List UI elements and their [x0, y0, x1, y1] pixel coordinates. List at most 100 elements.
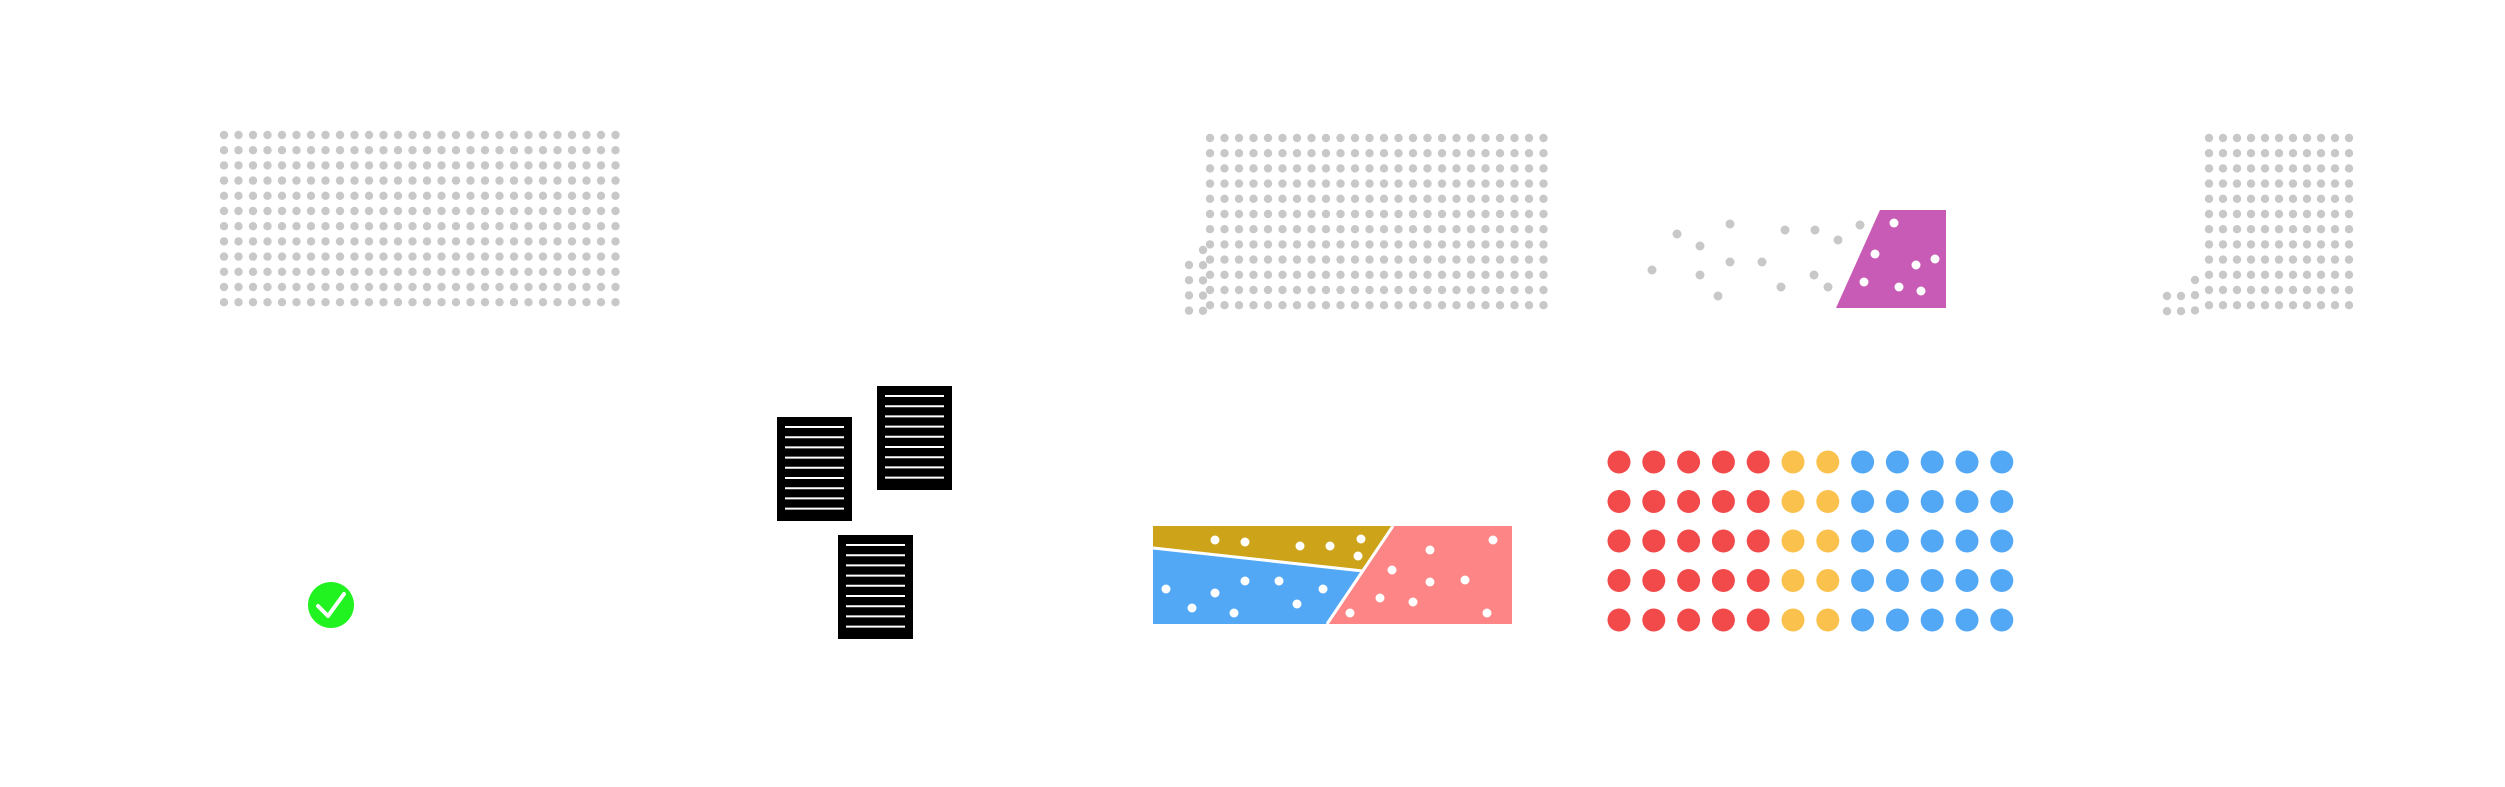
gray-dot [321, 130, 330, 140]
white-dot [1292, 599, 1302, 609]
gray-dot [1234, 270, 1244, 279]
gray-dot [2218, 164, 2228, 173]
gray-dot [1452, 133, 1461, 143]
scattered-gray-dots [1647, 219, 1865, 303]
gray-dot [408, 191, 417, 200]
gray-dot [466, 222, 475, 231]
gray-dot [480, 267, 490, 276]
gray-dot [263, 191, 272, 200]
gray-dot [263, 252, 272, 261]
gray-dot-grid-left [219, 130, 620, 307]
gray-dot [2302, 225, 2312, 234]
yellow-dot [1816, 490, 1840, 513]
gray-dot [234, 222, 243, 231]
gray-dot [292, 176, 301, 185]
gray-dot [350, 191, 359, 200]
gray-dot [1495, 194, 1505, 203]
blue-dot [1851, 529, 1875, 553]
gray-dot [263, 130, 272, 140]
gray-dot [611, 222, 620, 231]
gray-dot [437, 222, 446, 231]
gray-dot [538, 161, 548, 170]
gray-dot [1466, 149, 1476, 158]
check-circle-icon [308, 582, 354, 628]
gray-dot [306, 282, 316, 292]
gray-dot [553, 206, 562, 216]
gray-dot [364, 298, 374, 307]
yellow-dot [1781, 608, 1805, 632]
gray-dot [480, 161, 490, 170]
gray-dot [1495, 164, 1505, 173]
white-dot [1916, 286, 1926, 296]
gray-dot [1481, 164, 1490, 173]
gray-dot [596, 222, 606, 231]
red-dot [1607, 450, 1631, 474]
gray-dot [2204, 149, 2214, 158]
gray-dot [1510, 225, 1519, 234]
region-divider [1325, 525, 1395, 625]
gray-dot [524, 298, 533, 307]
gray-dot [350, 267, 359, 276]
gray-dot [1394, 240, 1403, 249]
gray-dot [1263, 270, 1273, 279]
gray-dot [1220, 179, 1229, 188]
gray-dot [611, 298, 620, 307]
gray-dot [350, 237, 359, 246]
gray-dot [1495, 133, 1505, 143]
gray-dot [1365, 149, 1374, 158]
white-dot [1425, 577, 1435, 587]
gray-dot [1379, 240, 1389, 249]
gray-dot [393, 252, 403, 261]
gray-dot [1379, 133, 1389, 143]
gray-dot [248, 130, 258, 140]
gray-dot [1336, 164, 1345, 173]
gray-dot [1234, 301, 1244, 310]
gray-dot [1234, 194, 1244, 203]
gray-dot [1510, 164, 1519, 173]
gray-dot [1336, 301, 1345, 310]
gray-dot [1336, 255, 1345, 264]
gray-dot [379, 237, 388, 246]
gray-dot [1278, 301, 1287, 310]
gray-dot [495, 176, 504, 185]
gray-dot [292, 146, 301, 155]
gray-dot [451, 146, 461, 155]
gray-dot [2246, 164, 2256, 173]
gray-dot [263, 222, 272, 231]
gray-dot [1481, 194, 1490, 203]
gray-dot [1307, 255, 1316, 264]
gray-dot [1452, 240, 1461, 249]
blue-dot [1851, 569, 1875, 592]
gray-dot [306, 191, 316, 200]
gray-dot [277, 252, 287, 261]
blue-dot [1920, 450, 1944, 474]
document-page [777, 417, 852, 521]
gray-dot [1350, 194, 1360, 203]
gray-dot [364, 252, 374, 261]
gray-dot [1350, 255, 1360, 264]
blue-dot [1851, 490, 1875, 513]
gray-dot [611, 191, 620, 200]
gray-dot [1495, 285, 1505, 295]
red-dot [1677, 490, 1701, 513]
gray-dot [306, 252, 316, 261]
gray-dot [509, 161, 519, 170]
gray-dot [2344, 270, 2354, 279]
gray-dot [1466, 194, 1476, 203]
gray-dot [219, 206, 229, 216]
gray-dot [466, 176, 475, 185]
gray-dot [408, 146, 417, 155]
gray-dot [422, 222, 432, 231]
document-page [877, 386, 952, 490]
gray-dot [1510, 270, 1519, 279]
gray-dot [277, 282, 287, 292]
gray-dot [2330, 179, 2340, 188]
gray-dot [350, 206, 359, 216]
gray-dot [219, 252, 229, 261]
gray-dot [1307, 149, 1316, 158]
gray-dot [1524, 164, 1534, 173]
gray-dot [437, 146, 446, 155]
gray-dot [611, 130, 620, 140]
gray-dot [408, 130, 417, 140]
